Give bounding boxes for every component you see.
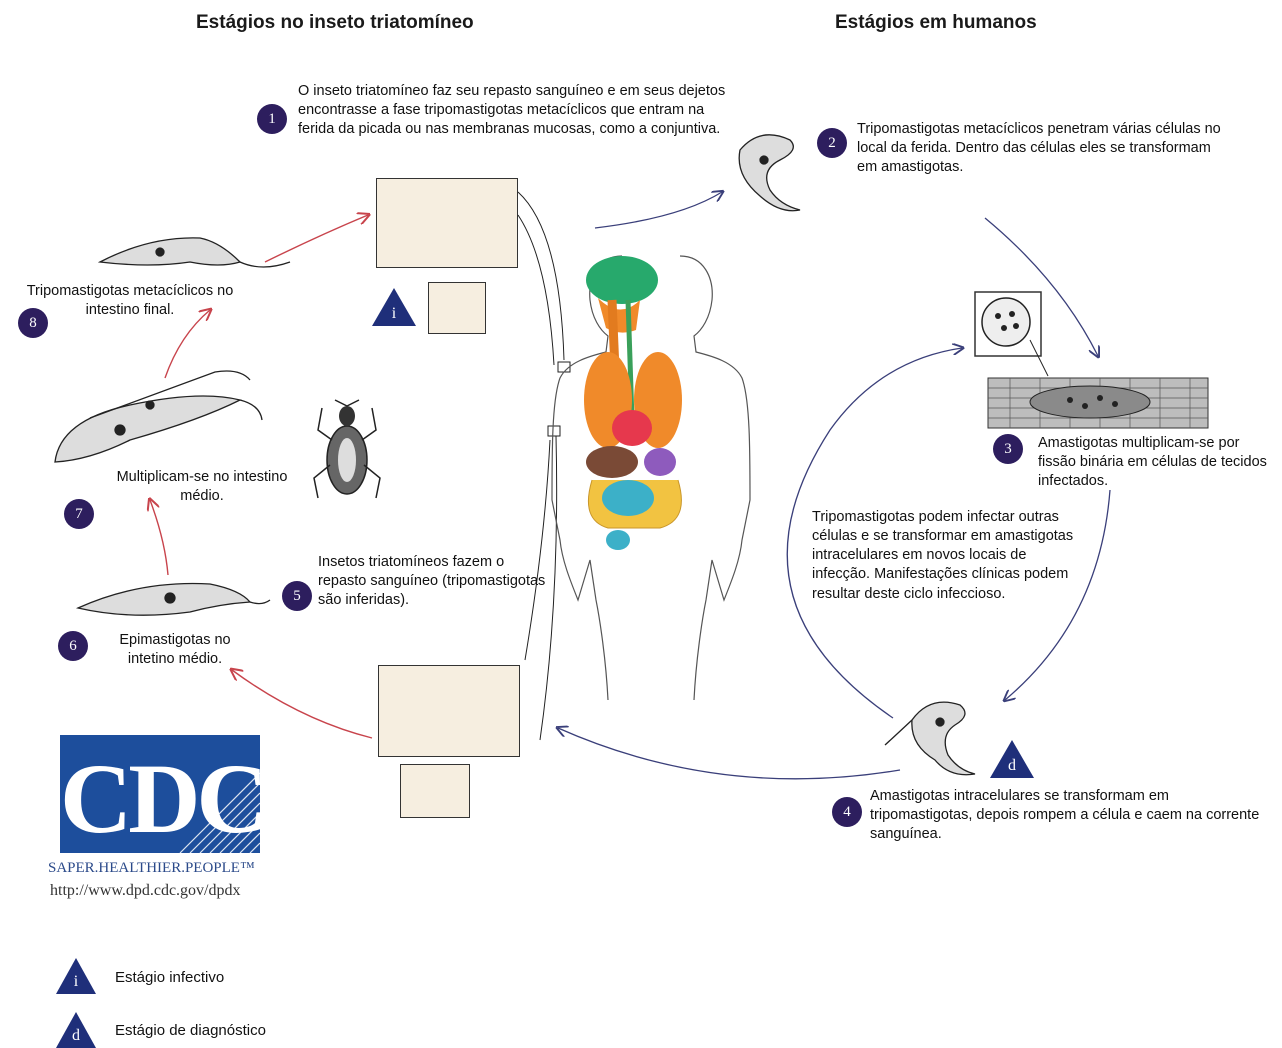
- cdc-logo: CDC: [60, 735, 260, 853]
- step-4-badge: 4: [832, 797, 862, 827]
- step-3-badge: 3: [993, 434, 1023, 464]
- step-7-badge: 7: [64, 499, 94, 529]
- legend-infective-letter: i: [67, 973, 85, 991]
- cdc-url-link[interactable]: http://www.dpd.cdc.gov/dpdx: [50, 882, 241, 900]
- parasite-inset-stage-5: [400, 764, 470, 818]
- parasite-8: [100, 238, 290, 267]
- diagnostic-marker-letter: d: [1003, 757, 1021, 775]
- step-5-badge: 5: [282, 581, 312, 611]
- step-7-text: Multiplicam-se no intestino médio.: [94, 468, 310, 506]
- infective-marker-letter: i: [385, 305, 403, 323]
- legend-diagnostic-letter: d: [67, 1027, 85, 1045]
- legend-diagnostic-label: Estágio de diagnóstico: [115, 1022, 266, 1039]
- parasite-inset-stage-1: [428, 282, 486, 334]
- arrow-4-to-5: [558, 728, 900, 779]
- reinfection-note: Tripomastigotas podem infectar outras cé…: [812, 508, 1084, 604]
- parasite-4: [885, 702, 975, 775]
- arrow-5-to-6: [232, 670, 372, 738]
- step-1-badge: 1: [257, 104, 287, 134]
- step-5-text: Insetos triatomíneos fazem o repasto san…: [318, 553, 550, 610]
- step-6-badge: 6: [58, 631, 88, 661]
- cdc-tagline: SAPER.HEALTHIER.PEOPLE™: [48, 860, 255, 877]
- insect-stages-heading: Estágios no inseto triatomíneo: [196, 12, 474, 34]
- human-stages-heading: Estágios em humanos: [835, 12, 1037, 34]
- arrow-1-to-2: [595, 192, 722, 228]
- cdc-logo-text: CDC: [60, 741, 260, 853]
- arrow-6-to-7: [150, 500, 168, 575]
- triatomine-bug-figure: [314, 400, 380, 498]
- legend-infective-label: Estágio infectivo: [115, 969, 224, 986]
- step-2-badge: 2: [817, 128, 847, 158]
- step-2-text: Tripomastigotas metacíclicos penetram vá…: [857, 120, 1229, 177]
- bite-inset-stage-1: [376, 178, 518, 268]
- parasite-6: [78, 584, 270, 616]
- infected-tissue-figure: [975, 292, 1208, 428]
- step-8-text: Tripomastigotas metacíclicos no intestin…: [10, 282, 250, 320]
- step-3-text: Amastigotas multiplicam-se por fissão bi…: [1038, 434, 1270, 491]
- human-body-figure: [552, 256, 750, 700]
- step-4-text: Amastigotas intracelulares se transforma…: [870, 787, 1268, 844]
- parasite-7: [55, 371, 262, 462]
- bite-inset-stage-5: [378, 665, 520, 757]
- parasite-2: [739, 135, 800, 211]
- step-1-text: O inseto triatomíneo faz seu repasto san…: [298, 82, 730, 139]
- arrow-8-to-1: [265, 215, 368, 262]
- step-6-text: Epimastigotas no intetino médio.: [100, 631, 250, 669]
